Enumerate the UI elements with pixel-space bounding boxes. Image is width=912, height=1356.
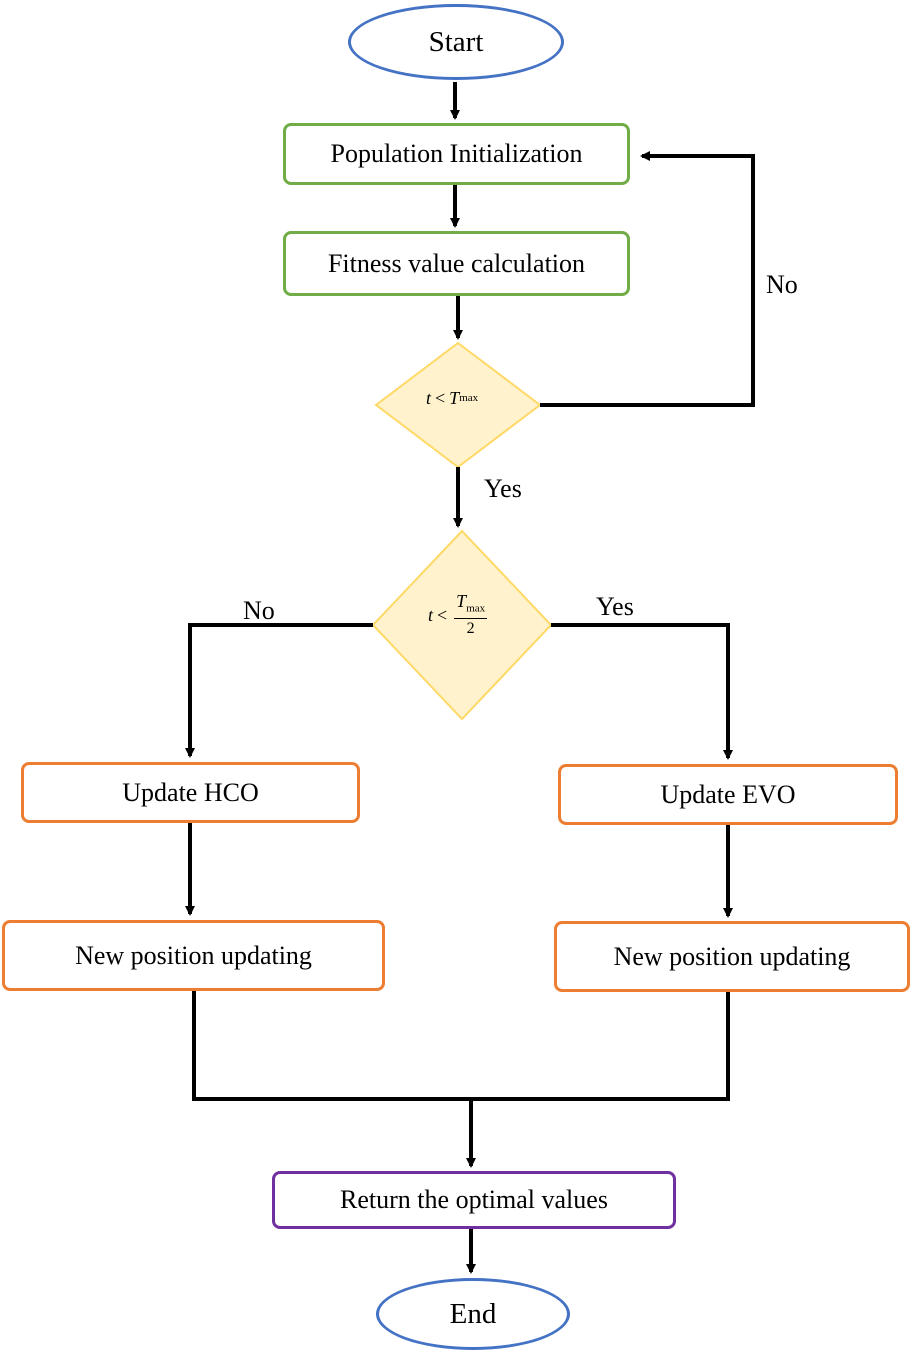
start-terminal: Start bbox=[348, 4, 564, 80]
cond2-fraction: Tmax 2 bbox=[454, 591, 488, 639]
edge-cond2-no bbox=[185, 623, 373, 758]
new-position-right-label: New position updating bbox=[613, 941, 851, 971]
start-label: Start bbox=[428, 25, 484, 58]
cond2-lt: < bbox=[437, 604, 448, 625]
cond2-sub: max bbox=[466, 602, 486, 615]
update-hco-label: Update HCO bbox=[122, 777, 259, 807]
cond1-no-label: No bbox=[766, 270, 798, 299]
cond1-lt: < bbox=[435, 387, 446, 408]
fitness-calc-box: Fitness value calculation bbox=[283, 231, 630, 296]
return-optimal-label: Return the optimal values bbox=[340, 1185, 608, 1214]
decision-diamond-t-lt-half-tmax bbox=[371, 529, 553, 721]
population-init-box: Population Initialization bbox=[283, 123, 630, 185]
end-terminal: End bbox=[376, 1278, 570, 1350]
edge-cond2-yes bbox=[551, 623, 733, 760]
new-position-left-label: New position updating bbox=[75, 940, 312, 970]
cond1-yes-label: Yes bbox=[484, 474, 522, 503]
cond1-sub: max bbox=[459, 392, 479, 404]
cond2-T: T bbox=[456, 591, 467, 611]
update-evo-label: Update EVO bbox=[660, 779, 796, 809]
cond1-t: t bbox=[426, 387, 432, 408]
cond2-expression: t < Tmax 2 bbox=[428, 591, 488, 639]
new-position-left-box: New position updating bbox=[2, 920, 385, 991]
edge-merge-right bbox=[471, 992, 730, 1101]
cond2-t: t bbox=[428, 604, 434, 625]
cond2-yes-label: Yes bbox=[596, 592, 634, 621]
fitness-calc-label: Fitness value calculation bbox=[327, 248, 586, 278]
new-position-right-box: New position updating bbox=[554, 921, 910, 992]
return-optimal-box: Return the optimal values bbox=[272, 1171, 676, 1229]
population-init-label: Population Initialization bbox=[330, 139, 583, 168]
cond1-T: T bbox=[449, 387, 460, 408]
update-hco-box: Update HCO bbox=[21, 762, 360, 823]
cond2-den: 2 bbox=[466, 619, 475, 637]
edge-merge-left bbox=[192, 991, 471, 1101]
cond2-no-label: No bbox=[243, 596, 275, 625]
update-evo-box: Update EVO bbox=[558, 764, 898, 825]
edge-cond1-no-loop bbox=[540, 151, 755, 407]
end-label: End bbox=[449, 1297, 497, 1330]
